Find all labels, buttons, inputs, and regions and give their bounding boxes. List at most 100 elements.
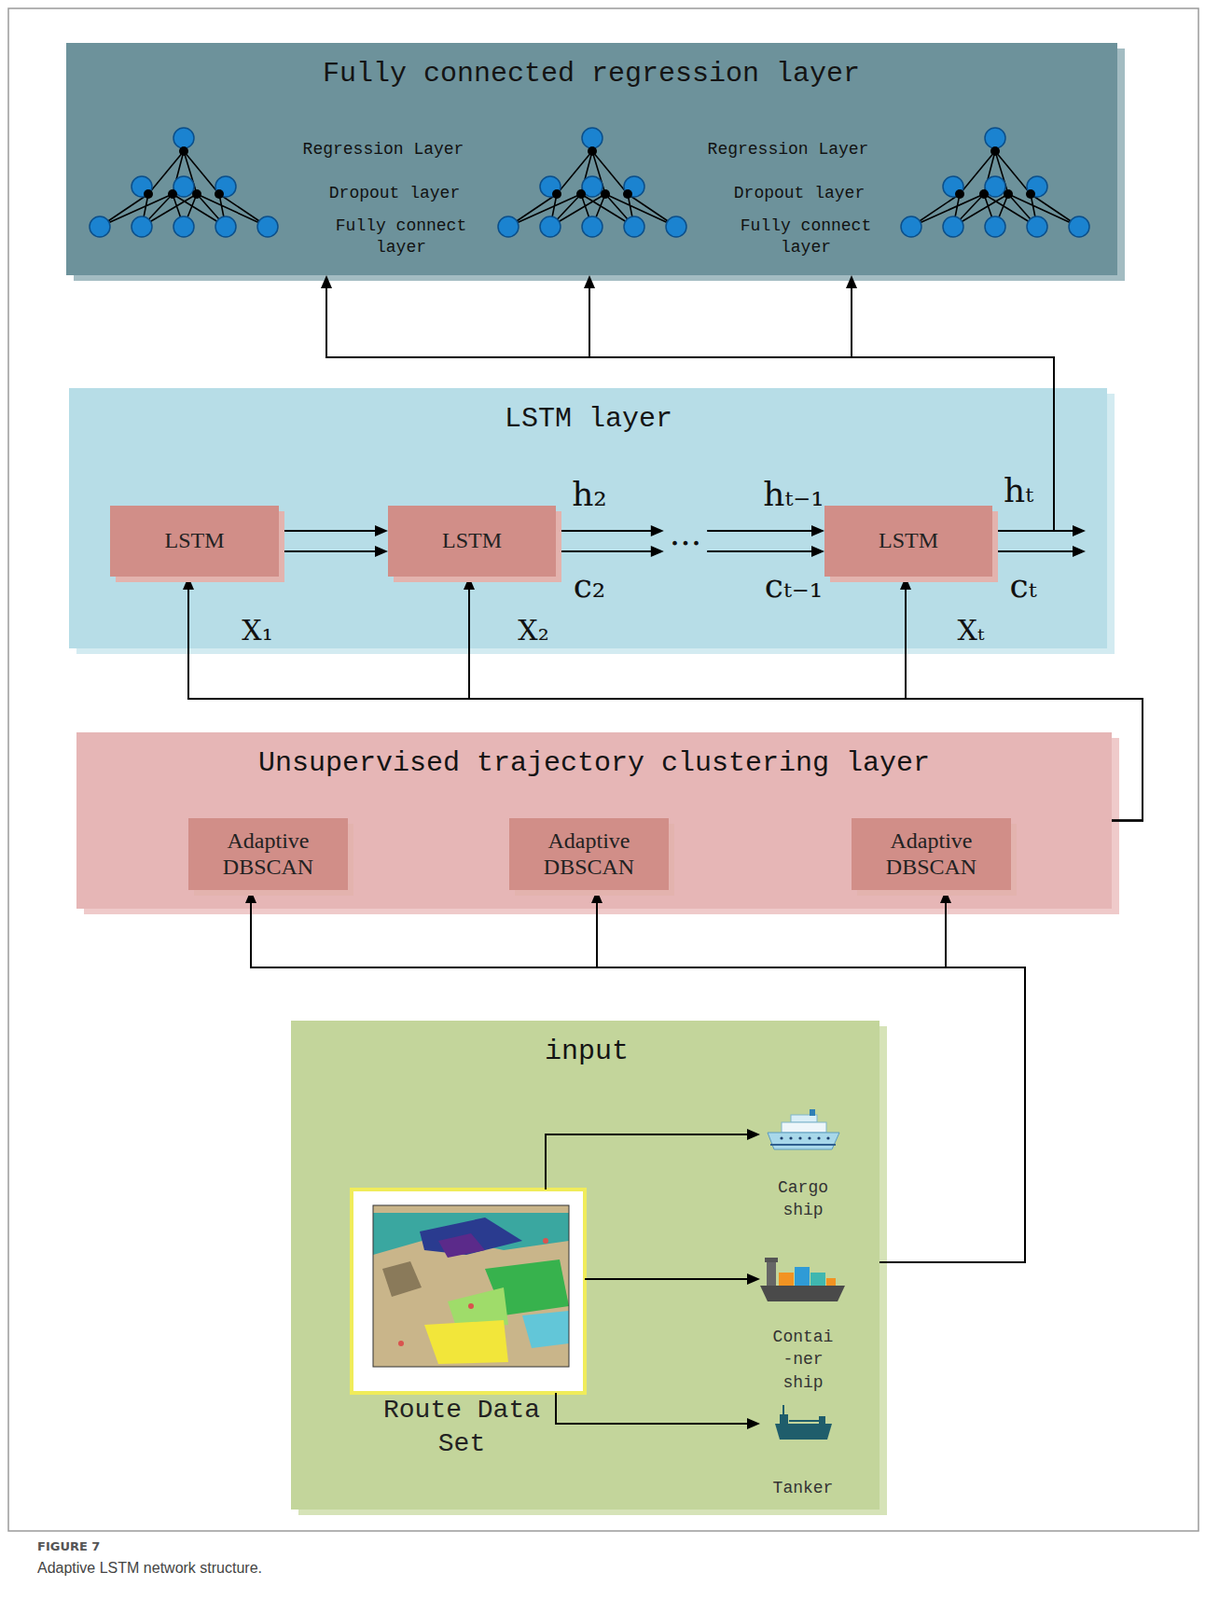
arrow-head [845, 275, 858, 289]
layer-band: LSTM layerLSTM LSTM LSTM [69, 387, 1108, 649]
band-outline [66, 42, 1118, 276]
layer-title: LSTM layer [504, 402, 673, 435]
arrow-head [374, 545, 388, 557]
band-fills [66, 42, 1125, 1515]
text-holder: cₜ [1009, 568, 1037, 603]
figure-caption: Adaptive LSTM network structure. [37, 1559, 263, 1577]
text-holder: Xₜ [957, 616, 985, 645]
connector-line [250, 900, 1025, 1262]
box-label: Adaptive DBSCAN [875, 828, 988, 880]
band-fill [66, 42, 1125, 281]
connector-arrow [591, 889, 1025, 1262]
connector-arrow [182, 576, 1143, 821]
text-holder: ... [669, 516, 702, 551]
node-label: Dropout layer [329, 182, 460, 205]
connector-line [706, 529, 814, 532]
connector-arrow [900, 576, 1143, 821]
node-label: Dropout layer [734, 182, 865, 205]
connector-line [555, 1392, 749, 1424]
text-holder: X₁ [241, 616, 273, 645]
arrow-head [747, 1273, 761, 1285]
text-holder: Dropout layer [329, 182, 460, 205]
arrow-head [811, 525, 825, 537]
arrow-head [650, 525, 665, 537]
text-holder: hₜ₋₁ [762, 477, 825, 512]
connector-line [469, 587, 1143, 821]
connector-line [278, 550, 377, 553]
layer-band: Fully connected regression layerRegressi… [66, 42, 1118, 276]
box-label: LSTM [442, 527, 502, 555]
connector-line [555, 529, 653, 532]
node-label: Fully connect layer [331, 215, 471, 260]
text-holder: Fully connect layer [735, 215, 876, 260]
connector-arrow [463, 576, 1143, 821]
box-label: LSTM [164, 527, 224, 555]
signal-name: cₜ₋₁ [764, 568, 823, 603]
node-label: Fully connect layer [735, 215, 876, 260]
text-holder: Tanker [769, 1476, 837, 1499]
text-holder: FIGURE 7 [37, 1538, 100, 1553]
band-outline [69, 387, 1108, 649]
connector-arrow [879, 889, 1025, 1262]
text-holder: Unsupervised trajectory clustering layer [258, 747, 930, 779]
node-label: Cargo ship [769, 1176, 837, 1222]
connector-line [879, 900, 1025, 1262]
signal-name: hₜ₋₁ [762, 477, 825, 512]
signal-name: X₂ [517, 616, 549, 645]
connector-arrow [278, 525, 388, 557]
layer-band: inputRoute Data Set Cargo shipContai -ner… [290, 1020, 880, 1510]
arrow-head [182, 576, 194, 590]
connector-arrow [545, 1128, 761, 1190]
connector-arrow [555, 1392, 761, 1429]
layer-title: input [544, 1035, 629, 1067]
arrow-head [940, 889, 952, 903]
text-holder: cₜ₋₁ [764, 568, 823, 603]
arrow-head [591, 889, 603, 903]
node-label: Regression Layer [303, 138, 465, 161]
figure-number: FIGURE 7 [37, 1538, 100, 1553]
arrow-head [747, 1417, 761, 1429]
signal-name: Xₜ [957, 616, 985, 645]
text-holder: Route Data Set [373, 1393, 551, 1462]
arrow-head [463, 576, 475, 590]
signal-name: c₂ [573, 568, 607, 603]
arrow-head [747, 1128, 761, 1140]
figure-frame [8, 8, 1199, 1531]
text-holder: hₜ [1003, 473, 1034, 508]
box-label: Adaptive DBSCAN [533, 828, 646, 880]
text-holder: Regression Layer [707, 138, 870, 161]
process-box: LSTM [824, 505, 993, 577]
node-label: Regression Layer [707, 138, 870, 161]
text-holder: LSTM layer [504, 402, 673, 435]
signal-name: hₜ [1003, 473, 1034, 508]
text-holder: h₂ [571, 477, 608, 512]
band-outline [76, 732, 1112, 909]
connector-line [188, 587, 1143, 821]
process-box: LSTM [387, 505, 556, 577]
connector-line [706, 550, 814, 553]
text-holder: c₂ [573, 568, 607, 603]
node-label: Contai -ner ship [769, 1325, 837, 1394]
icon-node: Tanker [760, 1403, 846, 1504]
text-holder: Regression Layer [303, 138, 465, 161]
connector-arrow [584, 1273, 761, 1285]
process-box: Adaptive DBSCAN [509, 817, 669, 890]
tanker-icon [775, 1404, 832, 1440]
text-holder: Adaptive LSTM network structure. [37, 1559, 263, 1577]
arrow-head [650, 545, 665, 557]
connector-line [905, 587, 1143, 821]
band-fill [69, 387, 1115, 654]
connector-arrow [245, 889, 1025, 1262]
connector-line [596, 900, 1025, 1262]
box-label: LSTM [878, 527, 939, 555]
network-icon [900, 127, 1090, 237]
signal-name: cₜ [1009, 568, 1037, 603]
arrow-head [811, 545, 825, 557]
band-fill [290, 1020, 887, 1515]
band-outline [290, 1020, 880, 1510]
connector-line [555, 550, 653, 553]
layer-band: Unsupervised trajectory clustering layer… [76, 732, 1112, 909]
